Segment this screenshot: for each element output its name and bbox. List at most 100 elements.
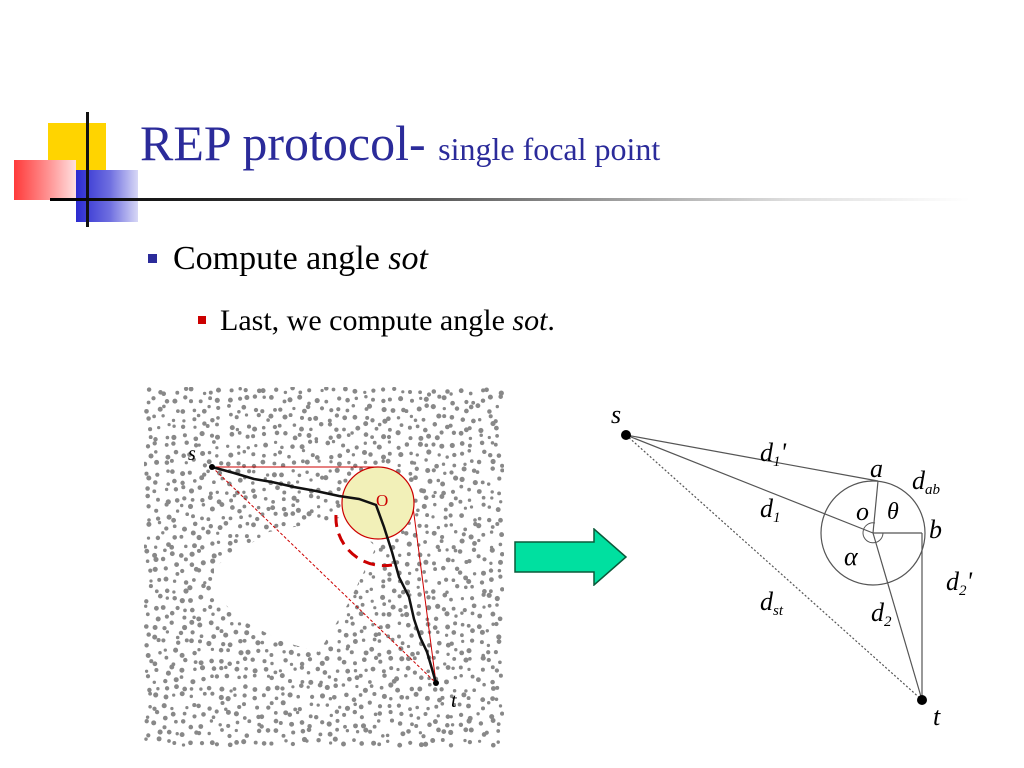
- sensor-dot: [449, 694, 454, 699]
- sensor-dot: [365, 589, 369, 594]
- sensor-dot: [193, 425, 197, 429]
- sensor-dot: [144, 461, 148, 467]
- sensor-dot: [257, 534, 261, 539]
- sensor-dot: [490, 611, 496, 617]
- sensor-dot: [381, 454, 386, 460]
- sensor-dot: [319, 406, 325, 411]
- sensor-dot: [334, 427, 339, 432]
- sensor-dot: [347, 676, 352, 682]
- sensor-dot: [288, 649, 294, 655]
- sensor-dot: [410, 722, 414, 727]
- sensor-dot: [489, 547, 495, 553]
- sub-bullet-tail: .: [547, 304, 555, 337]
- right-geometry-diagram: s t a b o θ α d1' dab d1 dst d2 d2': [611, 400, 973, 731]
- sensor-dot: [323, 475, 329, 481]
- sensor-dot: [169, 620, 174, 625]
- sensor-dot: [280, 686, 285, 691]
- sensor-dot: [156, 687, 160, 691]
- sensor-dot: [458, 712, 464, 718]
- sensor-dot: [458, 388, 464, 394]
- sensor-dot: [331, 439, 336, 444]
- sensor-dot: [192, 479, 197, 483]
- sensor-dot: [401, 530, 405, 535]
- title-main-text: REP protocol-: [140, 115, 439, 171]
- sensor-dot: [189, 694, 194, 699]
- sensor-dot: [494, 425, 499, 431]
- sensor-dot: [468, 534, 474, 540]
- sensor-dot: [175, 605, 180, 611]
- sensor-dot: [451, 430, 457, 435]
- sensor-dot: [353, 668, 358, 673]
- sensor-dot: [426, 449, 432, 455]
- sensor-dot: [370, 666, 376, 672]
- sensor-dot: [401, 390, 405, 394]
- sensor-dot: [172, 524, 177, 529]
- sensor-dot: [331, 387, 336, 392]
- sensor-dot: [304, 459, 310, 465]
- sensor-dot: [460, 451, 465, 456]
- sensor-dot: [426, 706, 430, 711]
- sensor-dot: [454, 614, 458, 618]
- sensor-dot: [154, 589, 159, 594]
- sensor-dot: [373, 606, 377, 610]
- sensor-dot: [283, 658, 288, 663]
- sensor-dot: [431, 468, 436, 473]
- focal-circle: [341, 466, 415, 540]
- sensor-dot: [409, 686, 415, 692]
- sensor-dot: [468, 391, 473, 396]
- sensor-dot: [317, 682, 323, 688]
- sensor-dot: [207, 495, 213, 500]
- sensor-dot: [334, 413, 340, 418]
- title-underline: [50, 198, 970, 201]
- sensor-dot: [364, 668, 368, 673]
- sensor-dot: [494, 668, 500, 673]
- sensor-dot: [490, 665, 495, 670]
- sensor-dot: [435, 666, 440, 670]
- sensor-dot: [183, 557, 188, 562]
- sensor-dot: [437, 453, 441, 457]
- sub-bullet-italic: sot: [512, 304, 548, 337]
- sensor-dot: [288, 413, 293, 418]
- sensor-dot: [215, 387, 222, 393]
- sensor-dot: [416, 406, 422, 412]
- sensor-dot: [423, 540, 427, 544]
- sensor-dot: [361, 657, 367, 663]
- point-t: [917, 695, 927, 705]
- sensor-dot: [489, 561, 493, 565]
- sensor-dot: [386, 434, 392, 440]
- sensor-dot: [351, 697, 357, 702]
- sensor-dot: [279, 673, 285, 679]
- sensor-dot: [494, 621, 499, 627]
- sub-bullet-square-icon: [198, 316, 206, 325]
- sensor-dot: [305, 470, 309, 474]
- sensor-dot: [273, 728, 279, 733]
- sensor-dot: [161, 531, 165, 535]
- sensor-dot: [343, 387, 348, 392]
- sensor-dot: [468, 404, 474, 410]
- sensor-dot: [489, 714, 495, 720]
- sensor-dot: [263, 442, 269, 448]
- sensor-dot: [245, 521, 250, 526]
- sensor-dot: [157, 577, 162, 582]
- sensor-dot: [389, 666, 394, 671]
- sensor-dot: [352, 709, 358, 715]
- sensor-dot: [182, 433, 187, 438]
- sensor-dot: [436, 640, 442, 646]
- sensor-dot: [415, 453, 419, 457]
- sensor-dot: [396, 703, 401, 708]
- sensor-dot: [479, 629, 485, 635]
- sensor-dot: [153, 480, 158, 485]
- sensor-dot: [299, 415, 305, 420]
- sensor-dot: [215, 626, 220, 631]
- sensor-dot: [188, 724, 194, 730]
- sensor-dot: [399, 711, 404, 717]
- sensor-dot: [374, 426, 379, 431]
- sensor-dot: [291, 469, 295, 473]
- sensor-dot: [347, 460, 351, 465]
- sensor-dot: [169, 551, 175, 557]
- sensor-dot: [430, 738, 436, 743]
- bullet-level-1: Compute angle sot: [148, 240, 428, 278]
- sensor-dot: [251, 481, 255, 485]
- sensor-dot: [406, 552, 411, 557]
- sensor-dot: [181, 743, 186, 747]
